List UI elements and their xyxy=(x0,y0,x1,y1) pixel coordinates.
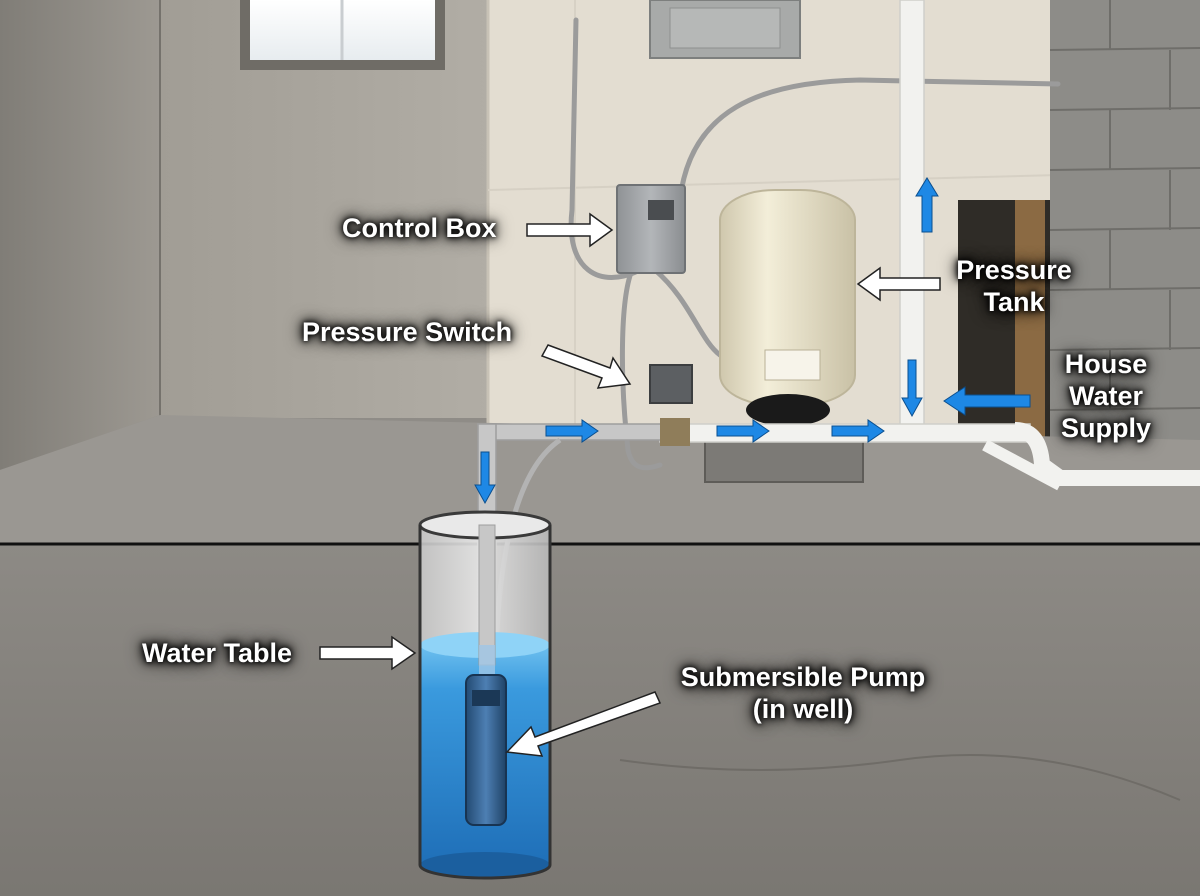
flow-arrow xyxy=(474,177,1031,505)
label-water-table: Water Table xyxy=(142,638,293,668)
pointer-arrow xyxy=(319,212,941,757)
left-wall xyxy=(0,0,160,470)
control-box xyxy=(616,184,686,274)
label-house-water-supply: House Water Supply xyxy=(1060,349,1151,443)
label-pressure-tank: Pressure Tank xyxy=(956,255,1072,317)
submersible-pump-body xyxy=(465,674,507,826)
label-pressure-switch: Pressure Switch xyxy=(302,317,513,347)
pressure-switch-unit xyxy=(649,364,693,404)
label-control-box: Control Box xyxy=(342,213,497,243)
floor-back xyxy=(0,415,1200,545)
label-submersible-pump: Submersible Pump (in well) xyxy=(680,662,926,724)
block-wall xyxy=(1050,0,1200,450)
